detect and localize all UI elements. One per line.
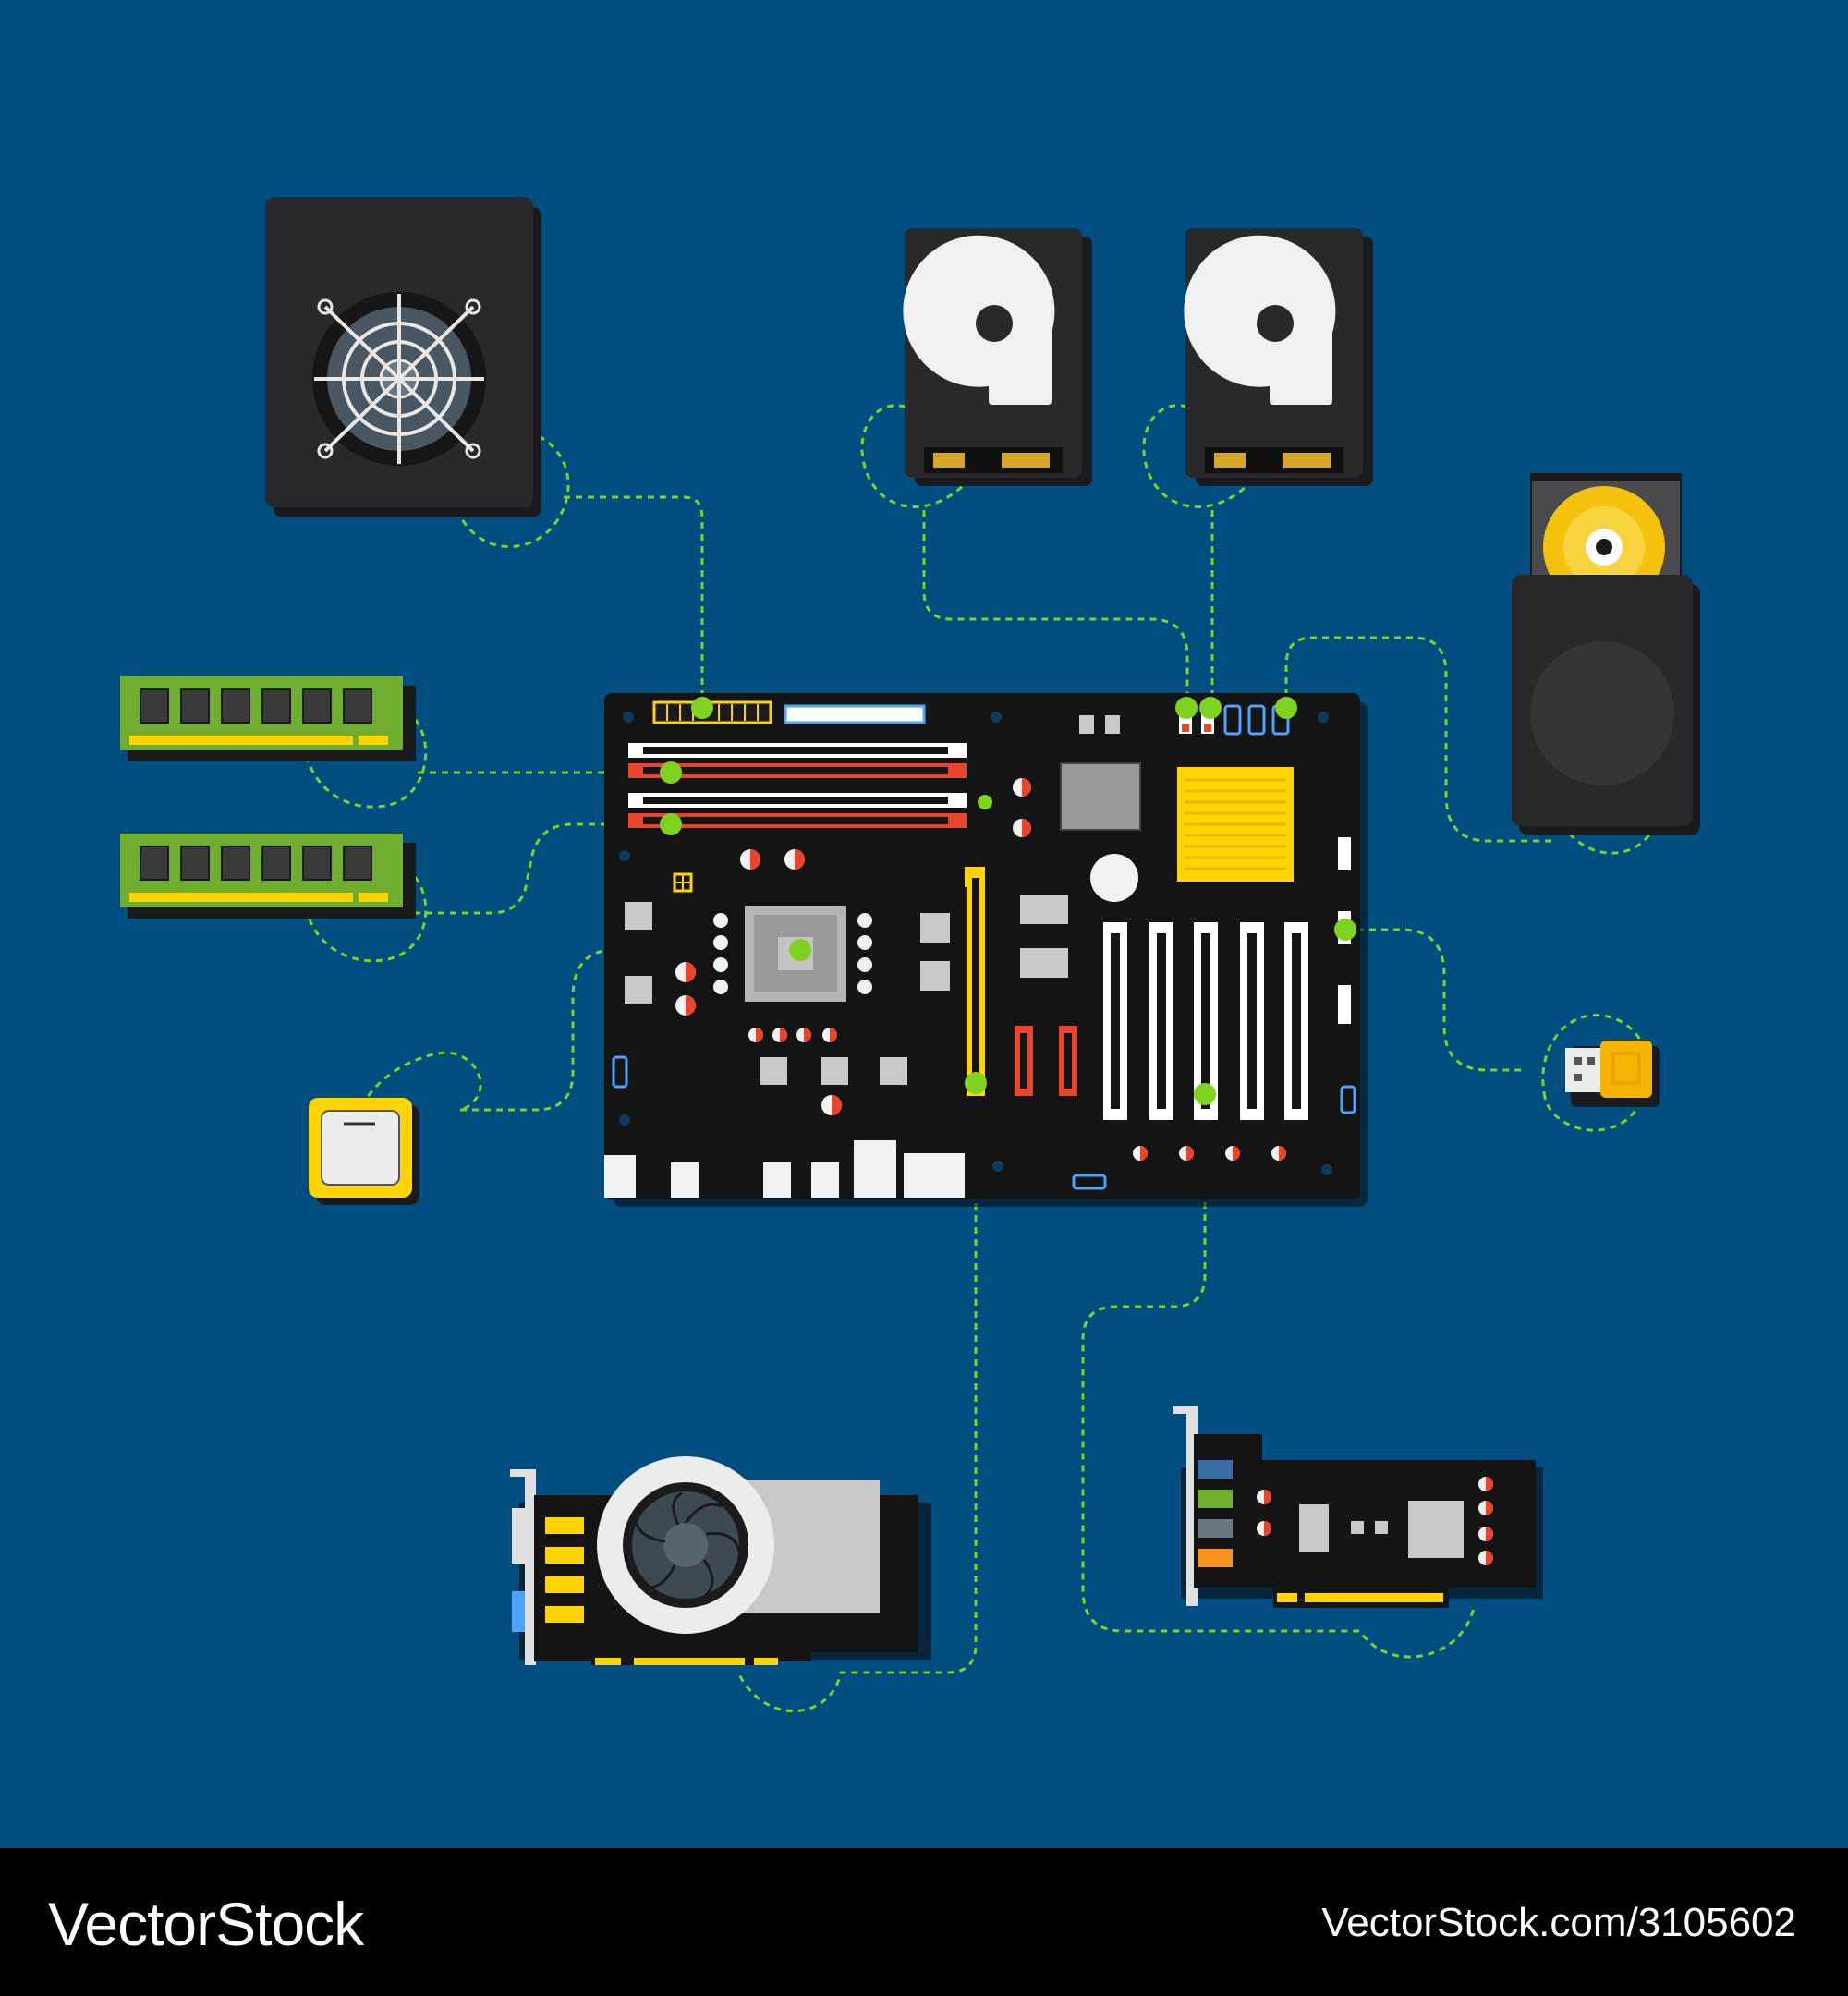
usb-flash-drive: [1565, 1041, 1660, 1107]
optical-drive: [1512, 473, 1700, 835]
source-url: VectorStock.com/3105602: [1321, 1900, 1796, 1945]
hdd2-connector: [1142, 404, 1254, 708]
ram-module-2: [120, 834, 416, 919]
brand-logo-text: VectorStock: [48, 1890, 364, 1958]
power-supply: [265, 197, 541, 517]
sound-card: [1173, 1406, 1543, 1608]
graphics-card: [510, 1456, 931, 1665]
psu-connector: [456, 434, 704, 706]
hdd1-connector: [860, 404, 1189, 708]
usb-icon: [1565, 1041, 1652, 1098]
gpu-connector: [737, 1083, 978, 1712]
footer-bar: VectorStock VectorStock.com/3105602: [0, 1848, 1848, 1996]
fan-grille-icon: [312, 292, 486, 466]
hard-disk-icon: [903, 235, 1055, 405]
connector-dots: [660, 697, 1356, 1105]
ram-module-1: [120, 676, 416, 761]
memory-icon: [140, 846, 372, 881]
hard-disk-icon: [1184, 235, 1336, 405]
gpu-fan-icon: [597, 1456, 774, 1634]
sound-connector: [1081, 1094, 1476, 1659]
ram1-connector: [303, 710, 671, 809]
connector-lines: [303, 404, 1660, 1712]
memory-icon: [140, 688, 372, 724]
hard-drive-2: [1184, 228, 1373, 486]
cpu: [309, 1098, 419, 1205]
pc-components-diagram: [120, 197, 1700, 1712]
audio-jack-icon: [1198, 1460, 1233, 1567]
motherboard: [604, 693, 1368, 1207]
ram-slots: [628, 743, 967, 828]
processor-icon: [321, 1110, 400, 1186]
ram2-connector: [303, 822, 671, 963]
hard-drive-1: [903, 228, 1092, 486]
